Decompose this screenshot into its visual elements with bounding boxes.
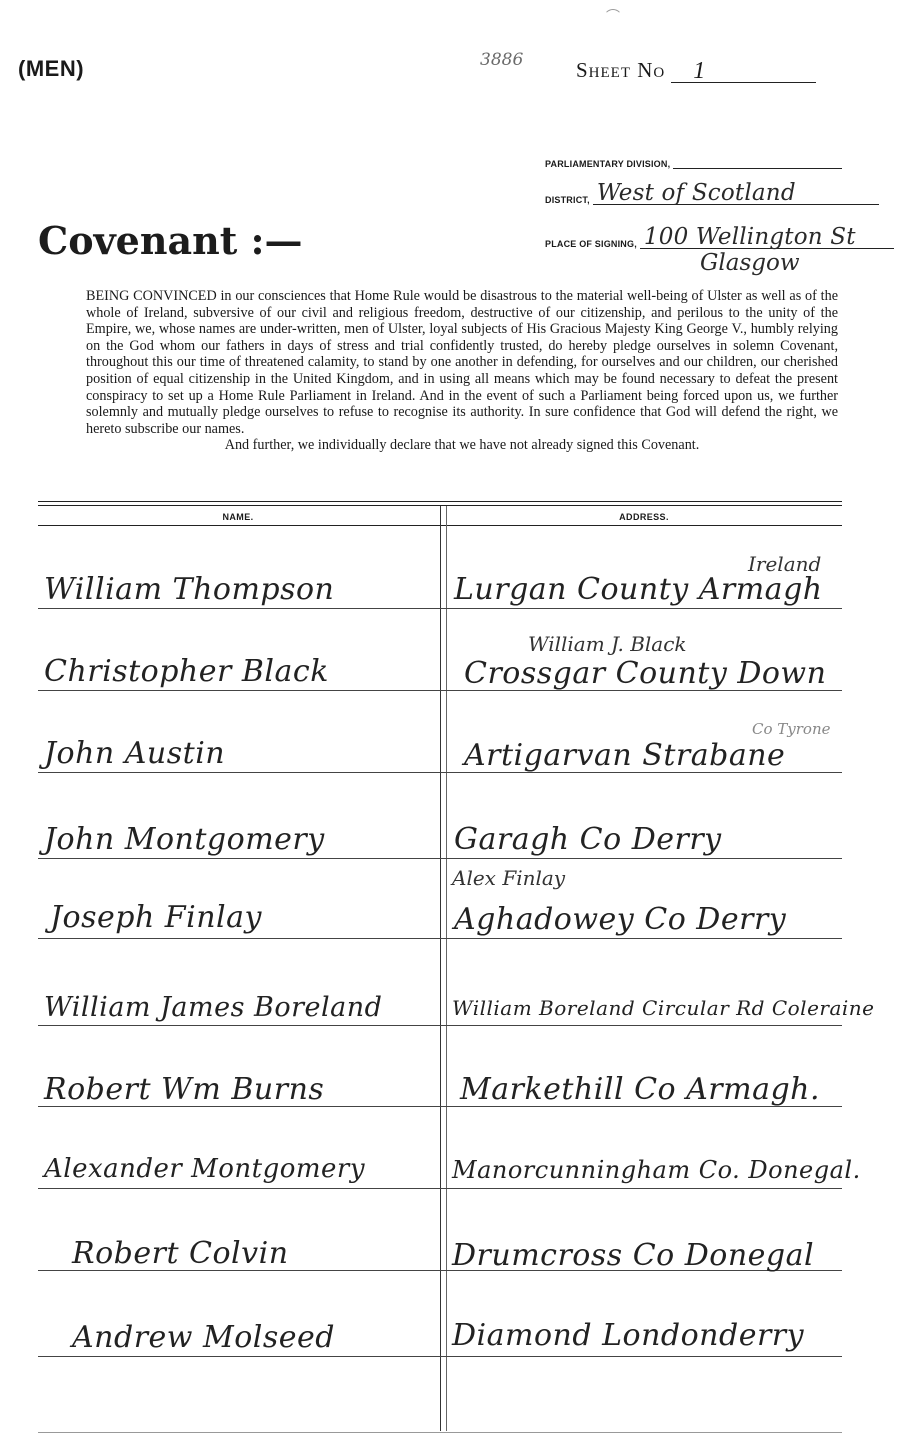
reference-number: 3886 [480, 50, 524, 70]
signature-address: Manorcunningham Co. Donegal. [452, 1156, 861, 1184]
signature-note: Ireland [748, 552, 822, 576]
column-divider-2 [446, 506, 447, 1431]
row-line [38, 608, 842, 609]
signature-name: William James Boreland [44, 992, 383, 1023]
signature-name: Andrew Molseed [72, 1320, 335, 1355]
sheet-number-label: Sheet No [576, 58, 666, 82]
signature-name: Joseph Finlay [50, 900, 262, 935]
column-header-name: NAME. [222, 512, 254, 522]
sheet-number-value: 1 [671, 59, 817, 83]
signature-address: Artigarvan Strabane [464, 738, 786, 773]
signature-name: Robert Wm Burns [44, 1072, 325, 1107]
covenant-paragraph-2: And further, we individually declare tha… [224, 437, 700, 454]
signature-address: Aghadowey Co Derry [454, 902, 787, 937]
parliamentary-division-label: PARLIAMENTARY DIVISION, [545, 159, 671, 169]
district-field: DISTRICT, West of Scotland [545, 182, 879, 205]
row-line [38, 772, 842, 773]
covenant-text: BEING CONVINCED in our consciences that … [86, 288, 838, 454]
signature-address: Drumcross Co Donegal [452, 1238, 815, 1273]
tick-mark: ⌒ [606, 10, 620, 25]
covenant-title: Covenant :— [38, 218, 303, 263]
row-line [38, 1356, 842, 1357]
sheet-type-label: (MEN) [18, 56, 85, 81]
signature-name: John Austin [44, 736, 226, 771]
signature-note: Alex Finlay [452, 866, 566, 890]
signature-name: William Thompson [44, 572, 335, 607]
parliamentary-division-value [673, 158, 843, 169]
row-line [38, 1106, 842, 1107]
place-of-signing-value-line2: Glasgow [700, 250, 800, 276]
signature-name: Alexander Montgomery [44, 1154, 366, 1184]
column-header-address: ADDRESS. [619, 512, 669, 522]
column-divider [440, 506, 441, 1431]
signature-address: Lurgan County Armagh [454, 572, 823, 607]
row-line [38, 938, 842, 939]
district-value: West of Scotland [592, 182, 879, 205]
row-line [38, 1270, 842, 1271]
place-of-signing-value: 100 Wellington St [639, 226, 894, 249]
sheet-number-field: Sheet No 1 [576, 58, 817, 83]
parliamentary-division-field: PARLIAMENTARY DIVISION, [545, 158, 843, 169]
covenant-paragraph-1: BEING CONVINCED in our consciences that … [86, 288, 838, 437]
district-label: DISTRICT, [545, 195, 590, 205]
row-line [38, 690, 842, 691]
signature-address: William Boreland Circular Rd Coleraine [452, 996, 875, 1020]
table-bottom-rule [38, 1432, 842, 1433]
signature-name: Robert Colvin [72, 1236, 289, 1271]
place-of-signing-field: PLACE OF SIGNING, 100 Wellington St [545, 226, 894, 249]
place-of-signing-label: PLACE OF SIGNING, [545, 239, 637, 249]
signature-address: Garagh Co Derry [454, 822, 722, 857]
row-line [38, 858, 842, 859]
signature-address: Markethill Co Armagh. [460, 1072, 821, 1107]
signature-note: William J. Black [528, 632, 687, 656]
signature-name: John Montgomery [44, 822, 325, 857]
table-top-rule-2 [38, 505, 842, 506]
signature-address: Crossgar County Down [464, 656, 827, 691]
signature-note: Co Tyrone [752, 720, 831, 738]
signature-address: Diamond Londonderry [452, 1318, 805, 1353]
signature-name: Christopher Black [44, 654, 329, 689]
row-line [38, 1188, 842, 1189]
table-top-rule [38, 501, 842, 502]
row-line [38, 1025, 842, 1026]
